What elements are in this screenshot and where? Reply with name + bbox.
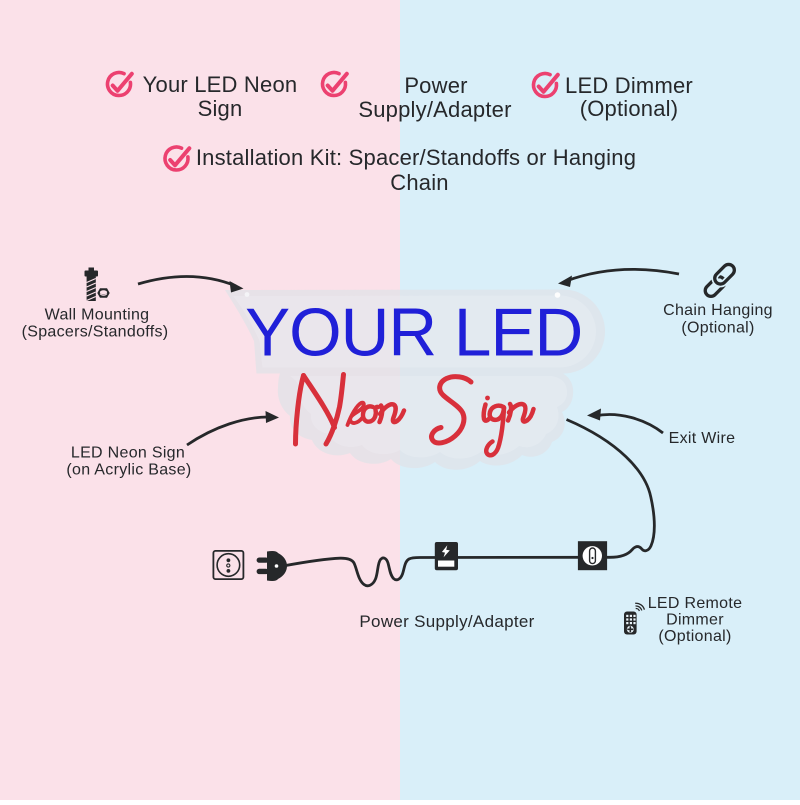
svg-text:LED Dimmer: LED Dimmer	[565, 73, 693, 98]
svg-text:Chain: Chain	[390, 170, 448, 195]
svg-text:YOUR LED: YOUR LED	[245, 296, 582, 371]
svg-text:LED Neon Sign: LED Neon Sign	[71, 445, 185, 462]
svg-text:(on Acrylic Base): (on Acrylic Base)	[66, 462, 191, 479]
svg-text:LED Remote: LED Remote	[648, 595, 743, 612]
svg-text:Supply/Adapter: Supply/Adapter	[358, 97, 511, 122]
svg-text:Power Supply/Adapter: Power Supply/Adapter	[359, 612, 534, 631]
svg-text:Wall Mounting: Wall Mounting	[45, 307, 150, 324]
svg-text:(Optional): (Optional)	[681, 320, 754, 337]
svg-text:Sign: Sign	[198, 96, 243, 121]
svg-text:Exit Wire: Exit Wire	[669, 430, 736, 447]
svg-text:(Optional): (Optional)	[580, 96, 679, 121]
svg-text:Your LED Neon: Your LED Neon	[143, 72, 298, 97]
svg-text:Installation Kit: Spacer/Stand: Installation Kit: Spacer/Standoffs or Ha…	[196, 145, 636, 170]
svg-text:(Spacers/Standoffs): (Spacers/Standoffs)	[22, 324, 169, 341]
svg-text:Chain Hanging: Chain Hanging	[663, 302, 773, 319]
svg-text:Dimmer: Dimmer	[666, 612, 724, 629]
svg-text:Power: Power	[404, 73, 467, 98]
svg-text:(Optional): (Optional)	[658, 628, 731, 645]
